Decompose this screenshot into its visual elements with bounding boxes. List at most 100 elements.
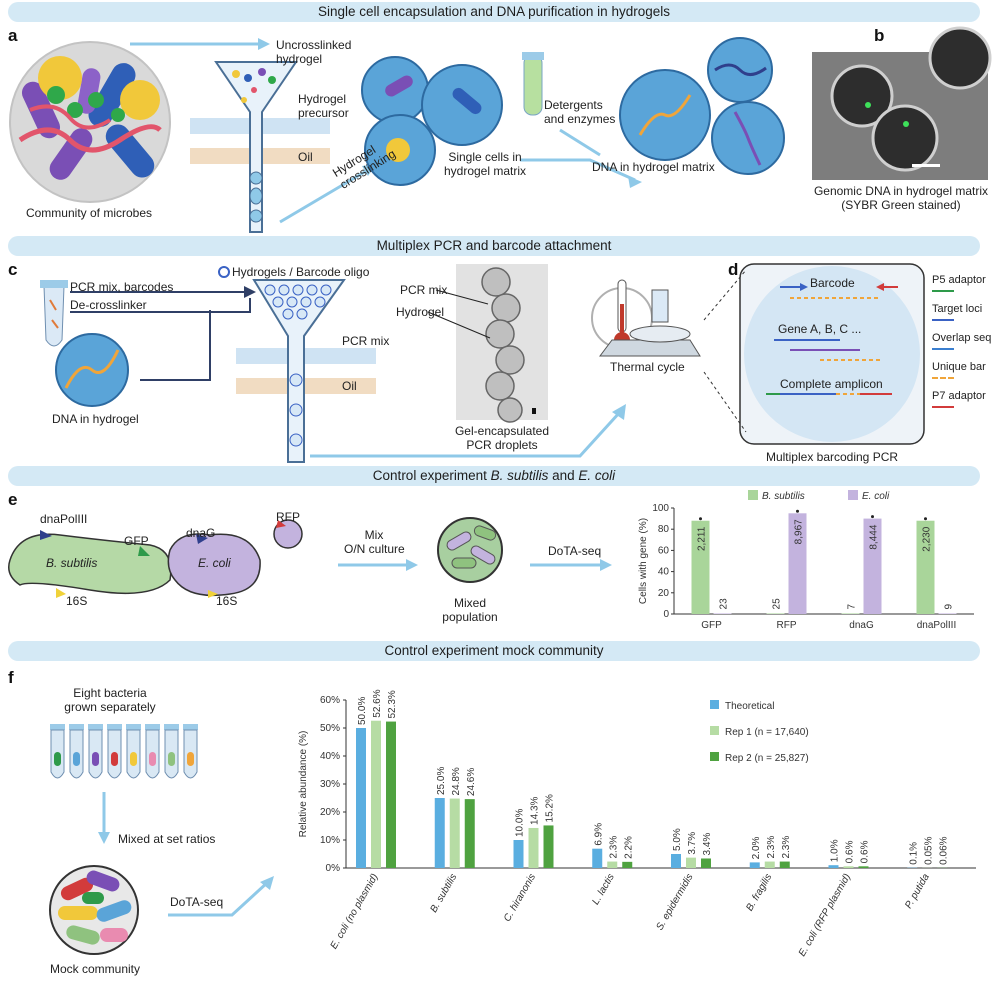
amplicon-legend-swatch	[932, 406, 954, 408]
amplicon-legend-label: Target loci	[932, 303, 983, 315]
microscopy-image	[812, 26, 992, 180]
amplicon-legend-item: Target loci	[932, 303, 1000, 321]
bar-value-label: 5.0%	[672, 828, 683, 851]
banner-org2: E. coli	[578, 468, 616, 483]
tube-cap	[183, 724, 198, 730]
legend-label: Theoretical	[725, 701, 774, 712]
bar	[671, 854, 681, 868]
amplicon-diagram	[703, 263, 925, 445]
error-dot	[924, 517, 927, 521]
bar-value-label: 14.3%	[530, 796, 541, 824]
bar	[916, 520, 935, 614]
y-tick-label: 40	[658, 567, 670, 578]
bar-value-label: 24.6%	[466, 768, 477, 796]
barcode-label: Barcode	[810, 276, 855, 290]
dota-seq-label-f: DoTA-seq	[170, 895, 224, 909]
bar-value-label: 2.3%	[766, 836, 777, 859]
single-cells-label: Single cells in hydrogel matrix	[443, 150, 527, 178]
bar-value-label: 8,444	[869, 524, 880, 549]
bar-value-label: 0.06%	[938, 836, 949, 864]
micro-pcr-mix-label: PCR mix	[400, 283, 448, 297]
bar	[371, 720, 381, 868]
bar	[464, 799, 475, 868]
panel-label-f: f	[8, 668, 14, 687]
culture-tubes	[50, 724, 198, 779]
bsubtilis-cell	[8, 533, 172, 595]
amplicon-legend-swatch	[932, 290, 954, 292]
panel-b-caption: Genomic DNA in hydrogel matrix (SYBR Gre…	[813, 184, 989, 212]
16s-label-bsub: 16S	[66, 594, 88, 608]
precursor-label: Hydrogel precursor	[298, 92, 349, 120]
section-banner-encapsulation: Single cell encapsulation and DNA purifi…	[8, 2, 980, 22]
multiplex-caption: Multiplex barcoding PCR	[765, 450, 899, 464]
panel-f-illustration	[49, 724, 274, 955]
legend-label: Rep 1 (n = 17,640)	[725, 727, 809, 738]
panel-label-a: a	[8, 26, 18, 45]
gel-droplets-caption: Gel-encapsulated PCR droplets	[454, 424, 550, 452]
gfp-label: GFP	[124, 534, 149, 548]
pcr-microfluidic-funnel	[236, 279, 376, 463]
pcr-mix-barcodes-label: PCR mix, barcodes	[70, 280, 174, 294]
amplicon-legend-swatch	[932, 348, 954, 350]
bar-value-label: 6.9%	[593, 823, 604, 846]
bar-value-label: 2,230	[922, 526, 933, 551]
x-tick-label: P. putida	[903, 872, 932, 911]
bar-value-label: 2.3%	[608, 836, 619, 859]
tube-culture	[111, 752, 118, 766]
16s-label-ecoli: 16S	[216, 594, 238, 608]
x-tick-label: RFP	[777, 620, 797, 631]
amplicon-legend-item: P7 adaptor	[932, 390, 1000, 408]
x-tick-label: L. lactis	[590, 872, 616, 907]
legend-swatch	[848, 490, 858, 500]
tube-cap	[69, 724, 84, 730]
x-tick-label: C. hiranonis	[502, 872, 538, 924]
mixed-ratios-label: Mixed at set ratios	[118, 832, 216, 846]
bar-value-label: 2,211	[697, 526, 708, 551]
bar	[449, 798, 460, 868]
section-banner-pcr: Multiplex PCR and barcode attachment	[8, 236, 980, 256]
bar	[701, 858, 711, 868]
y-tick-label: 50%	[320, 723, 340, 734]
bar	[686, 857, 696, 868]
amplicon-legend-label: P5 adaptor	[932, 274, 986, 286]
bar	[434, 798, 445, 868]
bar-value-label: 7	[847, 603, 858, 609]
banner-prefix: Control experiment	[372, 468, 491, 483]
legend-swatch	[710, 700, 719, 709]
tube-culture	[73, 752, 80, 766]
amplicon-legend-item: P5 adaptor	[932, 274, 1000, 292]
tube-cap	[50, 724, 65, 730]
bar	[528, 827, 539, 868]
reagent-tube-icon	[522, 52, 544, 116]
hydrogel-barcode-legend: Hydrogels / Barcode oligo	[232, 265, 370, 279]
y-tick-label: 0%	[326, 863, 341, 874]
bar-value-label: 25	[772, 598, 783, 610]
bar	[607, 861, 618, 868]
mix-culture-label: Mix O/N culture	[344, 528, 405, 556]
banner-org1: B. subtilis	[490, 468, 549, 483]
amplicon-legend-item: Unique bar	[932, 361, 1000, 379]
dna-in-hydrogel-label: DNA in hydrogel	[52, 412, 139, 426]
detergents-label: Detergents and enzymes	[544, 98, 616, 126]
bar-value-label: 1.0%	[830, 839, 841, 862]
bar	[779, 861, 790, 868]
thermal-cycler-icon	[591, 279, 701, 357]
panel-label-b: b	[874, 26, 885, 45]
bar-value-label: 52.3%	[387, 690, 398, 718]
hydrogel-legend-icon	[218, 266, 230, 278]
tube-culture	[187, 752, 194, 766]
pcr-tube-icon	[40, 280, 68, 347]
mixed-population-icon	[437, 517, 503, 583]
legend-swatch	[748, 490, 758, 500]
bar-value-label: 15.2%	[545, 794, 556, 822]
bar	[622, 861, 633, 868]
tube-cap	[88, 724, 103, 730]
dna-matrix-label: DNA in hydrogel matrix	[592, 160, 715, 174]
legend-swatch	[710, 752, 719, 761]
section-banner-control-1: Control experiment B. subtilis and E. co…	[8, 466, 980, 486]
oil-label-c: Oil	[342, 379, 357, 393]
y-tick-label: 40%	[320, 751, 340, 762]
microfluidic-funnel	[190, 61, 330, 233]
bar-value-label: 0.6%	[860, 840, 871, 863]
